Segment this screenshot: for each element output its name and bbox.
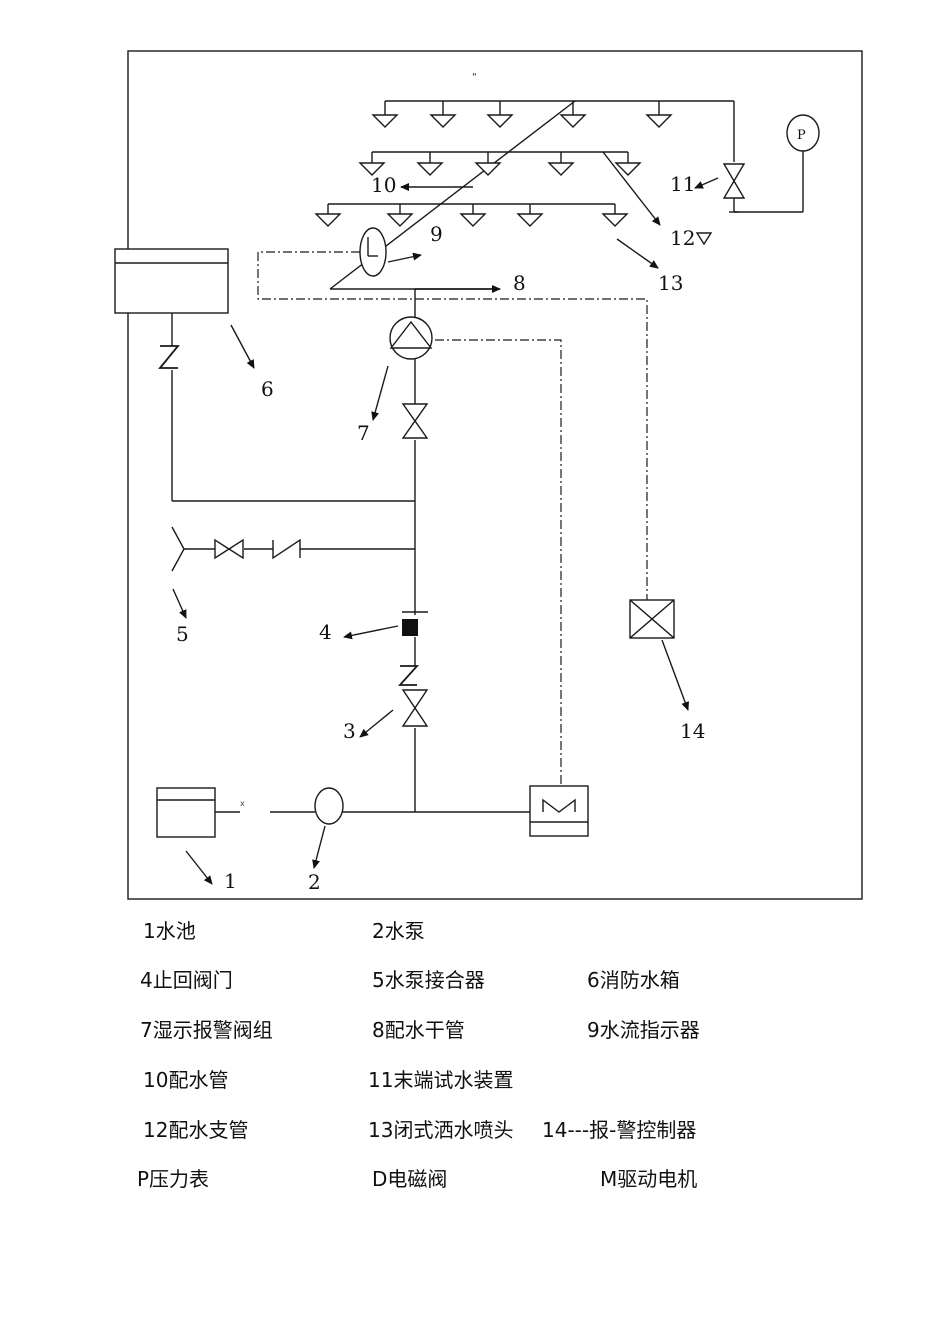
legend-item: 11末端试水装置 [368, 1068, 514, 1092]
callout-14: 14 [680, 719, 705, 743]
end-test-valve [722, 151, 804, 213]
legend-item: P压力表 [137, 1167, 210, 1191]
callout-6: 6 [261, 377, 274, 401]
legend-item: D电磁阀 [372, 1167, 448, 1191]
ditto-mark: " [472, 72, 477, 83]
diagram-frame [127, 50, 863, 900]
legend-item: 4止回阀门 [140, 968, 233, 992]
legend-item: 1水池 [143, 919, 196, 943]
legend-item: 10配水管 [143, 1068, 229, 1092]
water-flow-indicator-icon [359, 227, 387, 277]
leader-arrows [172, 151, 719, 885]
legend-item: 8配水干管 [372, 1018, 465, 1042]
check-valve-z-icon [158, 345, 180, 369]
water-pump-icon [314, 787, 344, 825]
branch-triangle-icon [695, 232, 713, 246]
pump-adapter-icon [171, 526, 301, 572]
gate-valve-upper [401, 403, 429, 439]
legend-item: 14---报-警控制器 [542, 1118, 697, 1142]
signal-lines [257, 251, 648, 786]
gate-valve-lower [401, 689, 429, 727]
drive-motor-icon [529, 785, 589, 837]
alarm-valve-icon [389, 316, 433, 360]
legend-item: 13闭式洒水喷头 [368, 1118, 514, 1142]
callout-3: 3 [343, 719, 356, 743]
check-valve-icon [402, 619, 418, 636]
tick-mark: x [240, 799, 245, 808]
legend-item: 12配水支管 [143, 1118, 249, 1142]
branch-pipes [327, 100, 735, 290]
callout-1: 1 [224, 869, 237, 893]
sprinkler-heads [314, 114, 673, 227]
callout-4: 4 [319, 620, 332, 644]
pressure-gauge-icon: P [786, 114, 820, 152]
svg-text:P: P [797, 128, 806, 143]
callout-11: 11 [670, 172, 695, 196]
callout-2: 2 [308, 870, 321, 894]
callout-7: 7 [357, 421, 370, 445]
check-valve-z2-icon [397, 665, 420, 686]
legend-item: 2水泵 [372, 919, 425, 943]
callout-8: 8 [513, 271, 526, 295]
fire-water-tank-icon [114, 248, 229, 314]
callout-numbers: 1 2 3 4 5 6 7 8 9 10 11 12 13 14 [176, 172, 705, 894]
callout-5: 5 [176, 622, 189, 646]
legend-item: 7湿示报警阀组 [140, 1018, 273, 1042]
alarm-controller-icon [629, 599, 675, 639]
legend-item: M驱动电机 [600, 1167, 698, 1191]
legend-item: 6消防水箱 [587, 968, 680, 992]
legend-item: 5水泵接合器 [372, 968, 485, 992]
callout-9: 9 [430, 222, 443, 246]
sprinkler-system-diagram: " P [114, 50, 863, 900]
callout-13: 13 [658, 271, 683, 295]
legend-item: 9水流指示器 [587, 1018, 700, 1042]
callout-10: 10 [371, 173, 396, 197]
callout-12: 12 [670, 226, 695, 250]
water-pool-icon [156, 787, 216, 838]
